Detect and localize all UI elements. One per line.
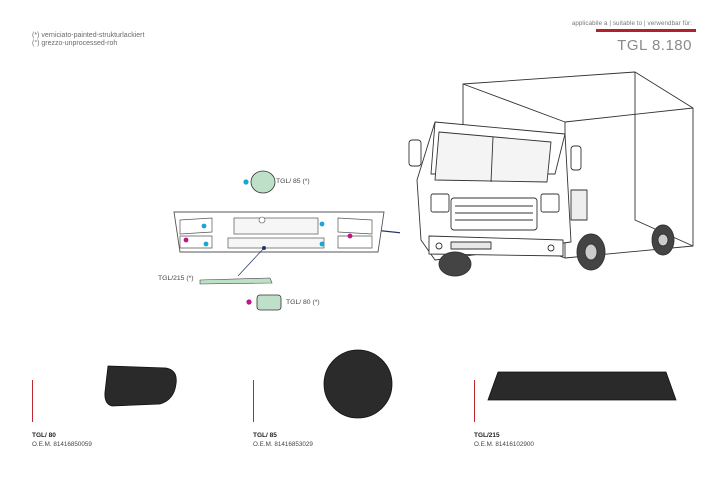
label-tgl-215: TGL/215 (*)	[158, 275, 194, 282]
bumper-diagram	[173, 170, 400, 311]
product-divider-215	[474, 380, 475, 422]
product-caption-215: TGL/215 O.E.M. 81416102900	[474, 432, 534, 448]
product-caption-80: TGL/ 80 O.E.M. 81416850059	[32, 432, 92, 448]
product-oem-85: O.E.M. 81416853029	[253, 441, 313, 448]
dot-painted-85	[243, 179, 249, 185]
part-80-shape	[256, 294, 282, 311]
part-85-shape	[250, 170, 276, 194]
legend: (*) verniciato-painted-strukturlackiert …	[32, 32, 144, 48]
product-code-80: TGL/ 80	[32, 432, 56, 439]
label-tgl-85: TGL/ 85 (*)	[276, 178, 310, 185]
product-image-85	[323, 349, 393, 419]
header-divider	[596, 29, 696, 32]
model-title: TGL 8.180	[617, 37, 692, 54]
product-caption-85: TGL/ 85 O.E.M. 81416853029	[253, 432, 313, 448]
part-215-shape	[199, 277, 273, 285]
dot-raw-80	[246, 299, 252, 305]
label-tgl-80: TGL/ 80 (*)	[286, 299, 320, 306]
product-divider-85	[253, 380, 254, 422]
applicable-label: applicabile a | suitable to | verwendbar…	[571, 20, 692, 27]
product-code-215: TGL/215	[474, 432, 500, 439]
product-image-215	[487, 371, 677, 401]
product-image-80	[104, 365, 177, 407]
product-oem-215: O.E.M. 81416102900	[474, 441, 534, 448]
truck-illustration	[408, 71, 694, 277]
product-code-85: TGL/ 85	[253, 432, 277, 439]
product-oem-80: O.E.M. 81416850059	[32, 441, 92, 448]
legend-painted: (*) verniciato-painted-strukturlackiert	[32, 32, 145, 39]
legend-raw: (°) grezzo-unprocessed-roh	[32, 40, 118, 47]
product-divider-80	[32, 380, 33, 422]
